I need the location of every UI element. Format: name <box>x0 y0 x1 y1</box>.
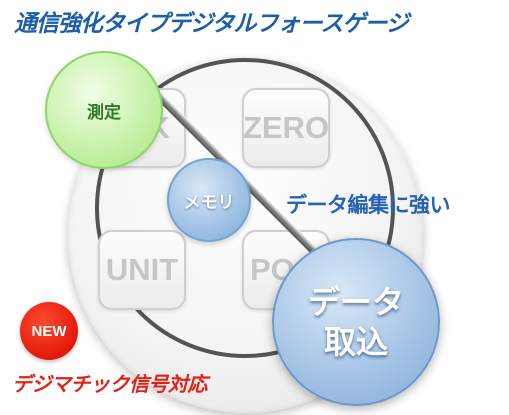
new-badge: NEW <box>20 302 78 360</box>
capture-label-line2: 取込 <box>323 323 388 361</box>
memory-label: メモリ <box>183 192 235 213</box>
memory-bubble: メモリ <box>167 158 251 242</box>
zero-key: ZERO <box>242 88 330 168</box>
page-title: 通信強化タイプデジタルフォースゲージ <box>14 11 409 37</box>
unit-key: UNIT <box>98 230 186 310</box>
measure-bubble: 測定 <box>45 51 163 169</box>
digimatic-caption: デジマチック信号対応 <box>12 372 208 396</box>
measure-label: 測定 <box>87 102 121 123</box>
dial-ring <box>95 58 395 358</box>
data-edit-caption: データ編集に強い <box>286 193 451 217</box>
data-capture-bubble: データ 取込 <box>272 238 440 406</box>
capture-label-line1: データ <box>307 283 404 321</box>
